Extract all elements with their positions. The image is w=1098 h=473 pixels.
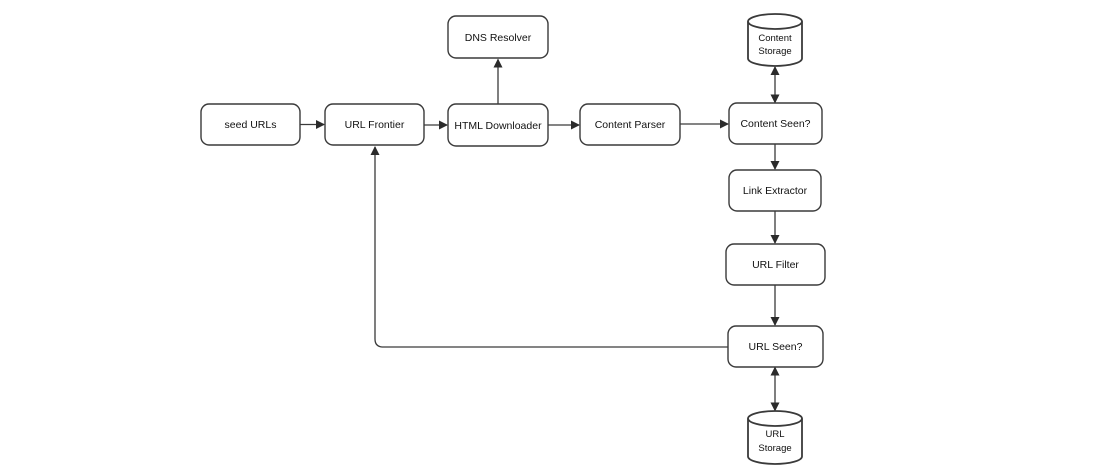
node-dns-resolver: DNS Resolver: [447, 15, 549, 59]
link-extractor-box: [728, 169, 822, 212]
content-parser-box: [579, 103, 681, 146]
url-seen-label: URL Seen?: [749, 341, 803, 353]
node-content-seen: Content Seen?: [728, 102, 823, 145]
node-content-storage: Content Storage: [747, 13, 803, 67]
content-storage-label-line1: Content: [758, 33, 792, 44]
content-seen-label: Content Seen?: [740, 118, 810, 130]
url-filter-box: [725, 243, 826, 286]
url-filter-label: URL Filter: [752, 259, 799, 271]
url-seen-box: [727, 325, 824, 368]
node-seed-urls: seed URLs: [200, 103, 301, 146]
html-downloader-label: HTML Downloader: [454, 120, 542, 132]
seed-urls-box: [200, 103, 301, 146]
edge-url-seen-to-url-frontier-feedback: [370, 146, 728, 348]
dns-resolver-label: DNS Resolver: [465, 32, 532, 44]
url-storage-label-line2: Storage: [758, 443, 791, 454]
dns-resolver-box: [447, 15, 549, 59]
content-storage-cylinder-top: [747, 13, 803, 30]
content-seen-box: [728, 102, 823, 145]
link-extractor-label: Link Extractor: [743, 185, 808, 197]
node-content-parser: Content Parser: [579, 103, 681, 146]
url-storage-cylinder-body: [747, 418, 803, 465]
node-url-seen: URL Seen?: [727, 325, 824, 368]
node-html-downloader: HTML Downloader: [447, 103, 549, 147]
url-frontier-box: [324, 103, 425, 146]
url-storage-label-line1: URL: [765, 429, 784, 440]
url-frontier-label: URL Frontier: [345, 119, 405, 131]
node-url-frontier: URL Frontier: [324, 103, 425, 146]
content-storage-label-line2: Storage: [758, 46, 791, 57]
node-link-extractor: Link Extractor: [728, 169, 822, 212]
url-storage-cylinder-top: [747, 410, 803, 427]
content-storage-cylinder-body: [747, 21, 803, 67]
node-url-filter: URL Filter: [725, 243, 826, 286]
content-parser-label: Content Parser: [595, 119, 666, 131]
html-downloader-box: [447, 103, 549, 147]
node-url-storage: URL Storage: [747, 410, 803, 465]
seed-urls-label: seed URLs: [225, 119, 277, 131]
